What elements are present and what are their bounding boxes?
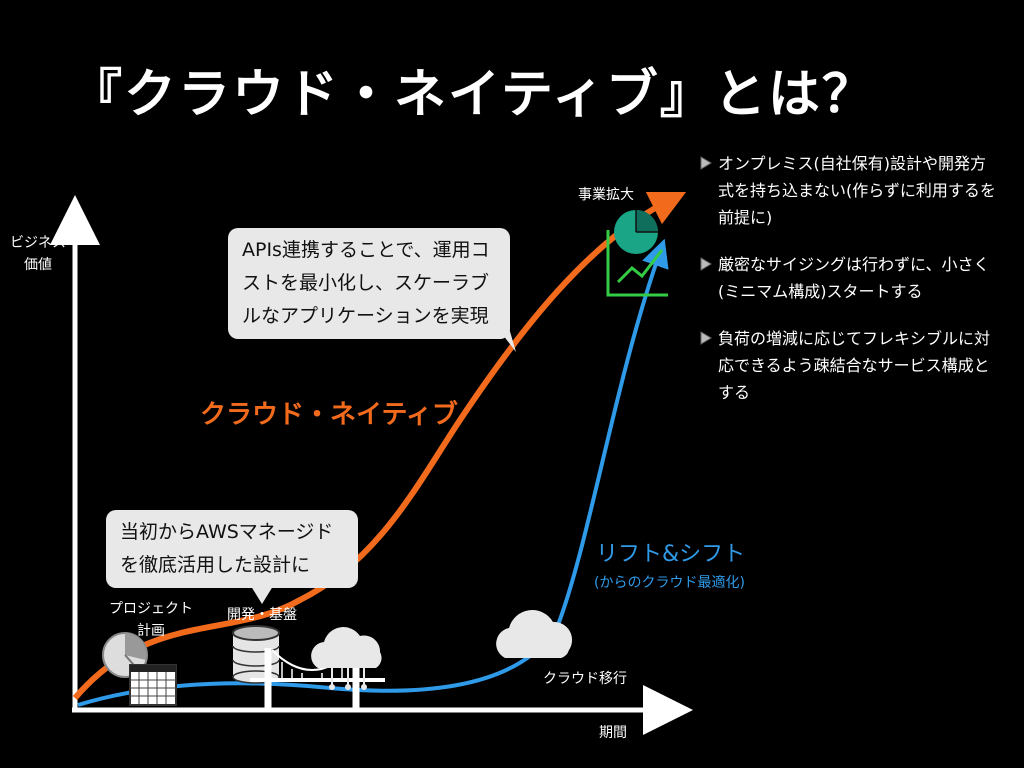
dev-infra-label: 開発・基盤	[227, 607, 297, 623]
api-callout-bubble: APIs連携することで、運用コストを最小化し、スケーラブルなアプリケーションを実…	[228, 228, 510, 339]
growth-chart-icon	[606, 210, 668, 297]
calendar-icon	[129, 664, 177, 706]
bullet-text: オンプレミス(自社保有)設計や開発方式を持ち込まない(作らずに利用するを前提に)	[718, 154, 996, 227]
bullet-item: オンプレミス(自社保有)設計や開発方式を持ち込まない(作らずに利用するを前提に)	[700, 150, 1000, 231]
triangle-bullet-icon	[700, 156, 712, 170]
lift-shift-label: リフト&シフト	[596, 542, 746, 567]
aws-callout-bubble: 当初からAWSマネージドを徹底活用した設計に	[106, 510, 358, 588]
page-title: 『クラウド・ネイティブ』とは？	[70, 65, 876, 125]
triangle-bullet-icon	[700, 257, 712, 271]
bullet-item: 負荷の増減に応じてフレキシブルに対応できるよう疎結合なサービス構成とする	[700, 325, 1000, 406]
cloud-migration-icon	[496, 610, 573, 658]
cloud-icon	[311, 627, 382, 690]
x-axis-label: 期間	[599, 725, 627, 741]
cloud-native-curve	[72, 191, 687, 700]
project-planning-label: プロジェクト 計画	[109, 601, 193, 639]
database-icon	[232, 625, 280, 684]
cloud-native-label: クラウド・ネイティブ	[200, 400, 458, 430]
y-axis-label: ビジネス 価値	[10, 235, 66, 273]
lift-shift-curve	[77, 238, 669, 707]
bullet-list: オンプレミス(自社保有)設計や開発方式を持ち込まない(作らずに利用するを前提に)…	[700, 150, 1000, 426]
business-expansion-label: 事業拡大	[578, 187, 634, 203]
lift-shift-sublabel: (からのクラウド最適化)	[594, 575, 745, 591]
bullet-text: 厳密なサイジングは行わずに、小さく(ミニマム構成)スタートする	[718, 255, 990, 301]
triangle-bullet-icon	[700, 331, 712, 345]
bullet-item: 厳密なサイジングは行わずに、小さく(ミニマム構成)スタートする	[700, 251, 1000, 305]
cloud-migration-label: クラウド移行	[543, 671, 627, 687]
bullet-text: 負荷の増減に応じてフレキシブルに対応できるよう疎結合なサービス構成とする	[718, 329, 991, 402]
